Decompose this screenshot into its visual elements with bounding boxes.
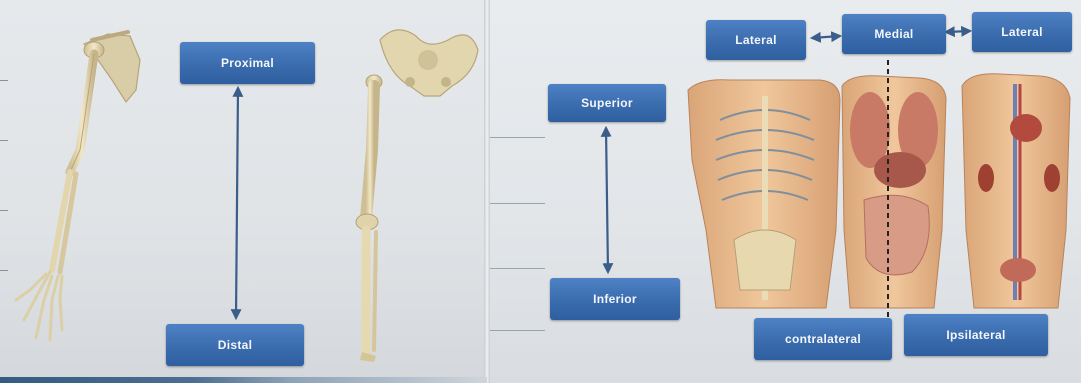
superior-inferior-arrow [606, 128, 608, 272]
distal-label: Distal [166, 324, 304, 366]
arm-skeleton-illustration [16, 32, 140, 340]
superior-label: Superior [548, 84, 666, 122]
torso-illustrations [688, 74, 1070, 308]
lateral-right-label: Lateral [972, 12, 1072, 52]
inferior-label: Inferior [550, 278, 680, 320]
proximal-distal-arrow [236, 88, 238, 318]
lateral-left-label: Lateral [706, 20, 806, 60]
leg-skeleton-illustration [356, 30, 478, 362]
contralateral-label: contralateral [754, 318, 892, 360]
ipsilateral-label: Ipsilateral [904, 314, 1048, 356]
proximal-label: Proximal [180, 42, 315, 84]
medial-label: Medial [842, 14, 946, 54]
medial-to-lateral-right-arrow [946, 31, 970, 32]
medial-to-lateral-left-arrow [812, 36, 840, 38]
